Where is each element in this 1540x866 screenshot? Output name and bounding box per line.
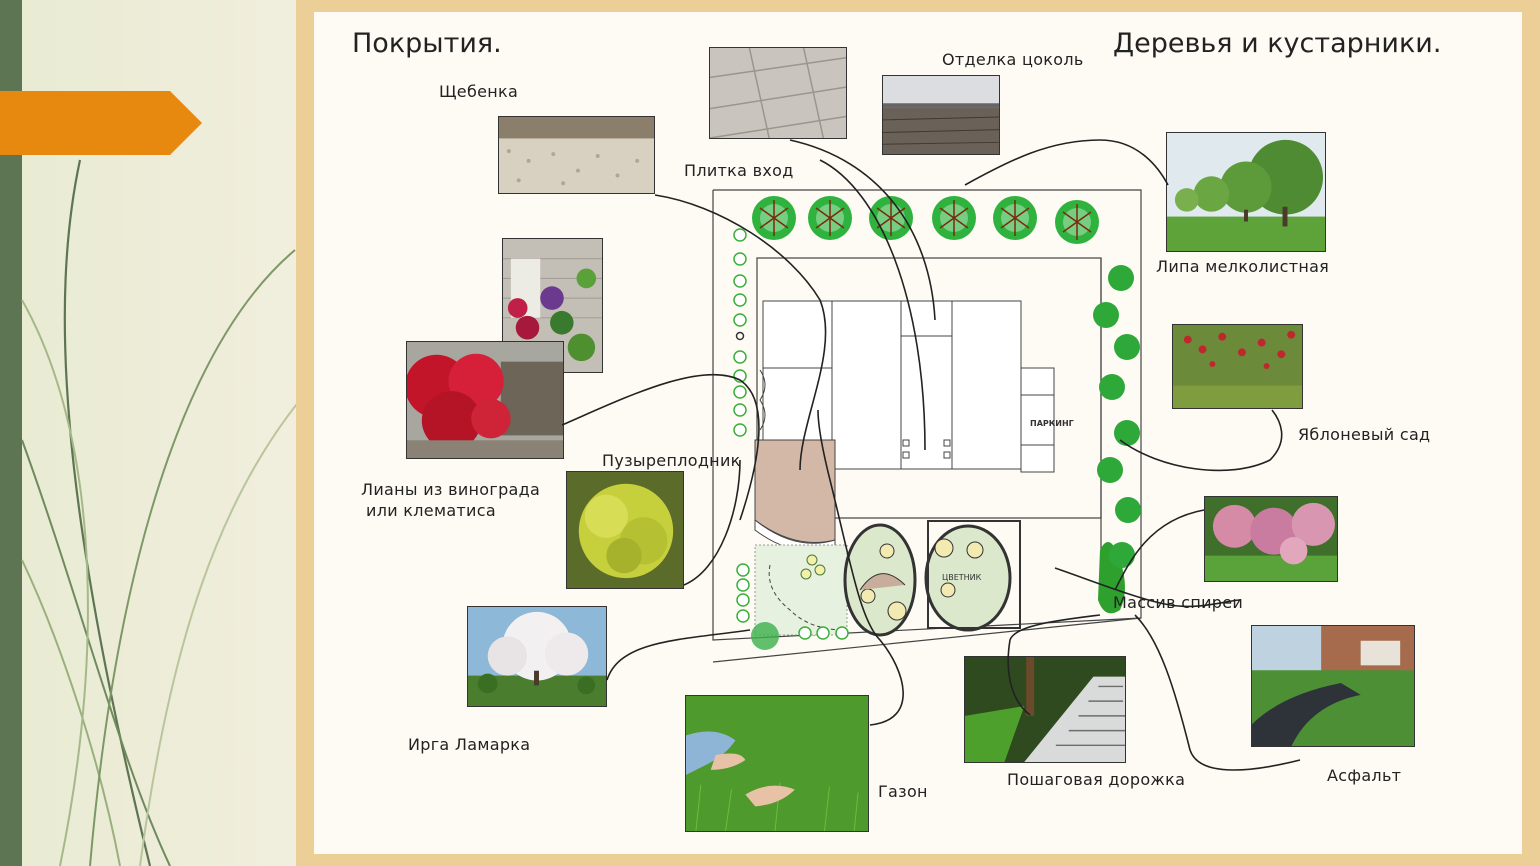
plinth-photo — [882, 75, 1000, 155]
orange-arrow-shape — [0, 91, 202, 155]
flowerbed-label: ЦВЕТНИК — [942, 573, 982, 582]
physocarpus-label: Пузыреплодник — [602, 451, 741, 470]
sidebar-strip — [0, 0, 22, 866]
shrub-circles — [733, 228, 849, 640]
linden-photo — [1166, 132, 1326, 252]
vines-label-line2: или клематиса — [366, 501, 496, 520]
vines-label-line1: Лианы из винограда — [361, 480, 541, 499]
amelanchier-photo — [467, 606, 607, 707]
plinth-label: Отделка цоколь — [942, 50, 1084, 69]
gravel-photo — [498, 116, 655, 194]
apple-orchard-photo — [1172, 324, 1303, 409]
apple-tree-symbols — [1093, 265, 1141, 568]
tile-photo — [709, 47, 847, 139]
spirea-label: Массив спиреи — [1113, 593, 1244, 612]
trees-heading: Деревья и кустарники. — [1113, 28, 1442, 59]
amelanchier-label: Ирга Ламарка — [408, 735, 531, 754]
apple-orchard-label: Яблоневый сад — [1298, 425, 1431, 444]
lawn-label: Газон — [878, 782, 928, 801]
parking-area — [1020, 367, 1055, 473]
linden-label: Липа мелколистная — [1156, 257, 1330, 276]
grape-vines-photo — [406, 341, 564, 459]
spirea-photo — [1204, 496, 1338, 582]
linden-tree-symbols — [752, 196, 1099, 244]
gravel-label: Щебенка — [439, 82, 519, 101]
entrance-tile-label: Плитка вход — [684, 161, 794, 180]
stepping-path-label: Пошаговая дорожка — [1007, 770, 1186, 789]
parking-label: ПАРКИНГ — [1030, 419, 1074, 428]
coverings-heading: Покрытия. — [352, 28, 502, 59]
asphalt-label: Асфальт — [1327, 766, 1402, 785]
